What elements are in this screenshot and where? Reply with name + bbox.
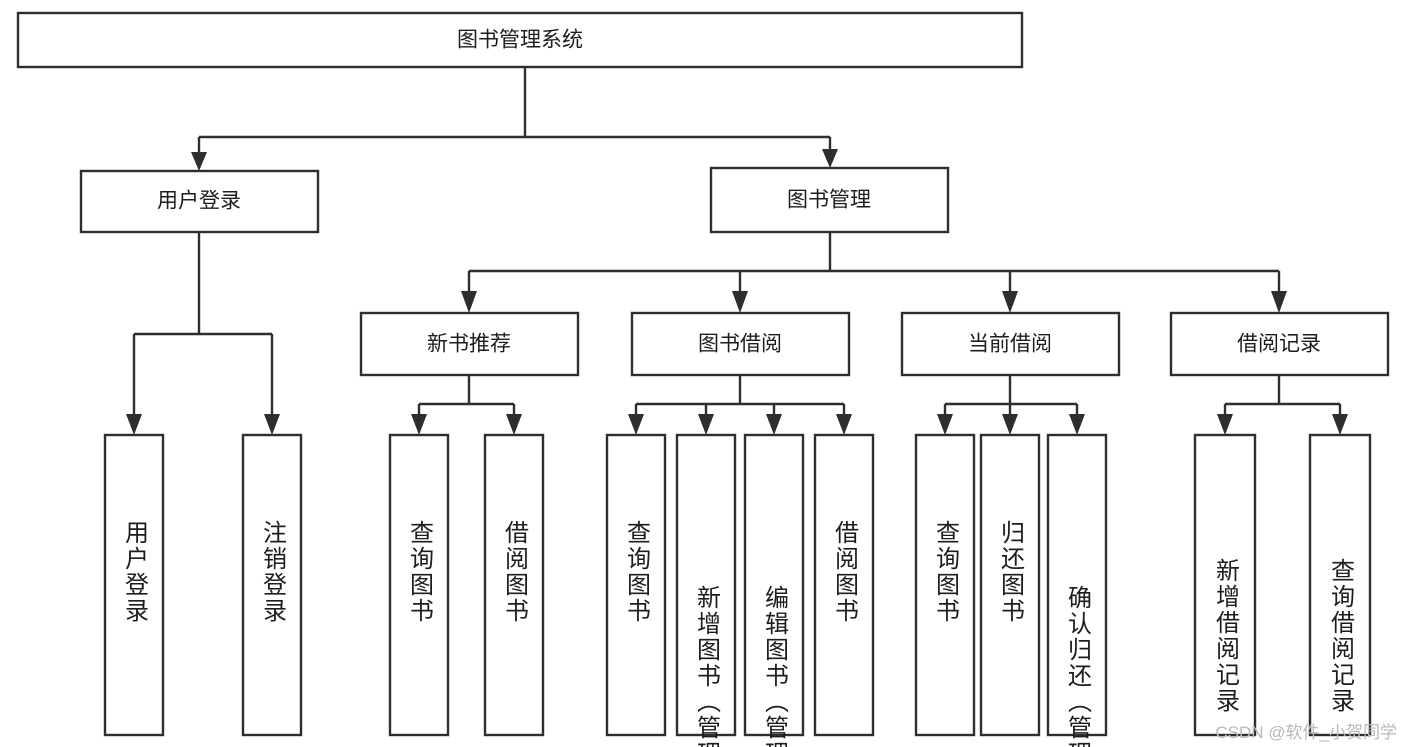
node-leaf-4-box[interactable] — [483, 433, 545, 737]
connector-layer — [126, 67, 1348, 435]
node-leaf-7-label: 编辑图书（管理员） — [761, 585, 789, 747]
node-root-label: 图书管理系统 — [457, 29, 583, 52]
node-borrow-record-box[interactable] — [1169, 311, 1390, 377]
node-borrow-record[interactable]: 借阅记录 — [1169, 311, 1390, 377]
arrow-head-newbook-icon — [461, 291, 477, 313]
node-leaf-6-label: 新增图书（管理员） — [693, 585, 721, 747]
node-leaf-12-box[interactable] — [1193, 433, 1257, 737]
node-book-manage-box[interactable] — [709, 166, 950, 234]
node-root[interactable]: 图书管理系统 — [16, 11, 1024, 69]
arrow-head-leaf12-icon — [1217, 414, 1233, 435]
node-leaf-8-box[interactable] — [813, 433, 875, 737]
arrow-head-currentborrow-icon — [1002, 291, 1018, 313]
node-book-borrow-label: 图书借阅 — [698, 333, 782, 356]
arrow-head-leaf8-icon — [836, 414, 852, 435]
node-leaf-9[interactable]: 查询图书 — [914, 433, 976, 737]
node-leaf-5-box[interactable] — [605, 433, 667, 737]
node-leaf-13[interactable]: 查询借阅记录 — [1308, 433, 1372, 737]
node-user-login-box[interactable] — [79, 169, 320, 234]
node-current-borrow-label: 当前借阅 — [968, 333, 1052, 356]
node-leaf-1-label: 用户登录 — [121, 520, 149, 624]
node-leaf-10-box[interactable] — [979, 433, 1041, 737]
node-leaf-7-box[interactable] — [743, 433, 805, 737]
node-book-borrow[interactable]: 图书借阅 — [630, 311, 851, 377]
arrow-head-leaf9-icon — [937, 414, 953, 435]
node-leaf-11-label: 确认归还（管理员） — [1064, 585, 1092, 747]
node-leaf-12[interactable]: 新增借阅记录 — [1193, 433, 1257, 737]
node-leaf-2-box[interactable] — [241, 433, 303, 737]
arrow-head-leaf3-icon — [411, 414, 427, 435]
node-leaf-10[interactable]: 归还图书 — [979, 433, 1041, 737]
node-current-borrow[interactable]: 当前借阅 — [900, 311, 1121, 377]
arrow-head-leaf13-icon — [1332, 414, 1348, 435]
arrow-head-leaf2-icon — [264, 414, 280, 435]
node-user-login-label: 用户登录 — [157, 190, 241, 213]
node-leaf-12-label: 新增借阅记录 — [1212, 558, 1240, 714]
node-new-book-rec[interactable]: 新书推荐 — [359, 311, 580, 377]
node-borrow-record-label: 借阅记录 — [1237, 333, 1321, 356]
node-leaf-9-box[interactable] — [914, 433, 976, 737]
arrow-head-book-manage-icon — [822, 149, 838, 168]
node-leaf-3[interactable]: 查询图书 — [388, 433, 450, 737]
node-leaf-4-label: 借阅图书 — [501, 520, 529, 624]
node-leaf-13-label: 查询借阅记录 — [1327, 558, 1355, 714]
node-user-login[interactable]: 用户登录 — [79, 169, 320, 234]
arrow-head-borrowrecord-icon — [1271, 291, 1287, 313]
node-leaf-6-box[interactable] — [675, 433, 737, 737]
node-leaf-2-label: 注销登录 — [259, 520, 287, 624]
arrow-head-leaf1-icon — [126, 414, 142, 435]
node-current-borrow-box[interactable] — [900, 311, 1121, 377]
node-book-manage[interactable]: 图书管理 — [709, 166, 950, 234]
node-new-book-rec-box[interactable] — [359, 311, 580, 377]
node-leaf-2[interactable]: 注销登录 — [241, 433, 303, 737]
node-leaf-6[interactable]: 新增图书（管理员） — [675, 433, 737, 747]
node-leaf-9-label: 查询图书 — [932, 520, 960, 624]
node-leaf-4[interactable]: 借阅图书 — [483, 433, 545, 737]
node-leaf-1[interactable]: 用户登录 — [103, 433, 165, 737]
node-leaf-3-label: 查询图书 — [406, 520, 434, 624]
node-book-manage-label: 图书管理 — [787, 189, 871, 212]
node-leaf-3-box[interactable] — [388, 433, 450, 737]
node-leaf-8[interactable]: 借阅图书 — [813, 433, 875, 737]
node-root-box[interactable] — [16, 11, 1024, 69]
node-leaf-13-box[interactable] — [1308, 433, 1372, 737]
arrow-head-leaf7-icon — [766, 414, 782, 435]
node-leaf-5-label: 查询图书 — [623, 520, 651, 624]
arrow-head-bookborrow-icon — [732, 291, 748, 313]
arrow-head-leaf11-icon — [1069, 414, 1085, 435]
arrow-head-leaf6-icon — [698, 414, 714, 435]
node-leaf-10-label: 归还图书 — [997, 520, 1025, 624]
node-leaf-8-label: 借阅图书 — [831, 520, 859, 624]
arrow-head-leaf4-icon — [506, 414, 522, 435]
node-leaf-1-box[interactable] — [103, 433, 165, 737]
arrow-head-user-login-icon — [191, 152, 207, 171]
node-leaf-11[interactable]: 确认归还（管理员） — [1046, 433, 1108, 747]
node-leaf-5[interactable]: 查询图书 — [605, 433, 667, 737]
arrow-head-leaf10-icon — [1002, 414, 1018, 435]
node-leaf-11-box[interactable] — [1046, 433, 1108, 737]
node-book-borrow-box[interactable] — [630, 311, 851, 377]
node-leaf-7[interactable]: 编辑图书（管理员） — [743, 433, 805, 747]
node-new-book-rec-label: 新书推荐 — [427, 333, 511, 356]
arrow-head-leaf5-icon — [628, 414, 644, 435]
